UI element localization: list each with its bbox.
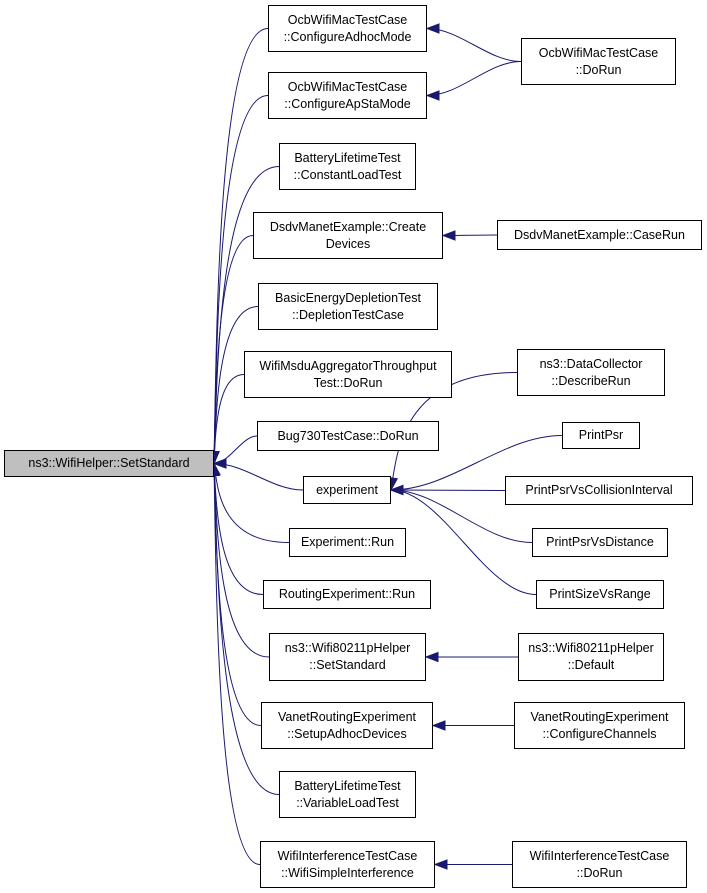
node-label-line1: OcbWifiMacTestCase [538,45,659,60]
node-label-line2: ::ConfigureApStaMode [284,96,411,111]
node-msdu-aggregator-dorun[interactable]: WifiMsduAggregatorThroughput Test::DoRun [244,351,452,398]
node-label-line1: DsdvManetExample::Create [269,219,427,234]
node-label-line1: WifiInterferenceTestCase [529,848,670,863]
arrowhead-experiment-to-setstandard [212,458,227,469]
node-label-line1: BatteryLifetimeTest [294,778,401,793]
node-ocb-configure-apsta-mode[interactable]: OcbWifiMacTestCase ::ConfigureApStaMode [268,72,427,119]
node-wifi80211p-setstandard[interactable]: ns3::Wifi80211pHelper ::SetStandard [269,633,426,681]
call-edge-ocb_dorun-to-ocb_adhoc [426,28,522,62]
node-printpsr[interactable]: PrintPsr [562,422,640,449]
arrowhead-printsize-to-experiment [389,484,404,496]
call-edge-printpsr_dist-to-experiment [390,489,533,543]
node-label-line1: OcbWifiMacTestCase [287,12,408,27]
node-label-line2: ::ConfigureAdhocMode [283,29,412,44]
call-edge-bug730-to-setstandard [213,435,258,464]
node-experiment[interactable]: experiment [303,476,391,504]
node-vanet-configure-channels[interactable]: VanetRoutingExperiment ::ConfigureChanne… [514,702,685,749]
node-label-line1: ns3::Wifi80211pHelper [284,641,411,655]
node-label-line2: Test::DoRun [313,375,383,390]
call-edge-ocb_apsta-to-setstandard [213,95,269,464]
node-label-line2: ::DoRun [575,62,622,77]
node-datacollector-describerun[interactable]: ns3::DataCollector ::DescribeRun [517,349,665,396]
node-label-line1: VanetRoutingExperiment [277,709,417,724]
node-label-line2: ::DoRun [576,865,623,880]
node-dsdv-caserun[interactable]: DsdvManetExample::CaseRun [497,220,702,250]
arrowhead-dsdv_caserun-to-dsdv_create [441,230,456,241]
node-label-line2: ::VariableLoadTest [296,795,399,810]
node-label-line2: ::SetupAdhocDevices [287,726,407,741]
node-wifihelper-setstandard[interactable]: ns3::WifiHelper::SetStandard [4,450,214,477]
node-label-line1: RoutingExperiment::Run [278,587,416,601]
call-edge-datacollector-to-experiment [390,372,518,491]
node-label-line2: ::WifiSimpleInterference [281,865,414,880]
node-label-line1: ns3::WifiHelper::SetStandard [28,456,190,470]
node-label-line2: ::DepletionTestCase [292,307,404,322]
node-label-line1: PrintSizeVsRange [549,587,651,601]
node-label-line1: experiment [316,482,378,497]
node-printpsr-vs-distance[interactable]: PrintPsrVsDistance [532,528,668,557]
call-edge-experiment-to-setstandard [213,463,304,491]
call-edge-vanet_setup-to-setstandard [213,463,262,726]
node-routing-experiment-run[interactable]: RoutingExperiment::Run [263,580,431,609]
arrowhead-ocb_dorun-to-ocb_apsta [425,90,440,101]
node-label-line1: BasicEnergyDepletionTest [275,290,421,305]
node-label-line1: PrintPsrVsDistance [546,535,654,549]
node-label-line1: ns3::DataCollector [539,356,643,371]
node-printsize-vs-range[interactable]: PrintSizeVsRange [536,580,664,609]
node-battery-constant-load-test[interactable]: BatteryLifetimeTest ::ConstantLoadTest [279,143,416,190]
node-bug730-dorun[interactable]: Bug730TestCase::DoRun [257,421,439,451]
node-wifi80211p-default[interactable]: ns3::Wifi80211pHelper ::Default [518,633,664,681]
call-edge-batt_var-to-setstandard [213,463,280,795]
node-label-line1: ns3::Wifi80211pHelper [528,641,654,655]
node-label-line2: ::ConfigureChannels [542,726,657,741]
node-label-line2: ::ConstantLoadTest [293,167,402,182]
node-label-line1: PrintPsrVsCollisionInterval [525,483,673,497]
node-label-line2: Devices [325,236,371,251]
node-ocb-dorun[interactable]: OcbWifiMacTestCase ::DoRun [521,38,676,85]
call-edge-routing_run-to-setstandard [213,463,264,595]
arrowhead-w80211p_def-to-w80211p_set [424,651,439,663]
node-label-line1: PrintPsr [578,428,624,442]
node-label-line1: BatteryLifetimeTest [294,150,401,165]
arrowhead-ocb_dorun-to-ocb_adhoc [425,23,440,34]
node-energy-depletion-test-case[interactable]: BasicEnergyDepletionTest ::DepletionTest… [258,283,438,330]
node-label-line2: ::DescribeRun [551,373,631,388]
node-label-line2: ::Default [567,658,615,672]
call-edge-exp_run-to-setstandard [213,463,290,543]
node-dsdv-create-devices[interactable]: DsdvManetExample::Create Devices [253,212,443,259]
node-label-line1: OcbWifiMacTestCase [287,79,408,94]
call-edge-printpsr_coll-to-experiment [390,489,506,491]
node-wifiinterference-dorun[interactable]: WifiInterferenceTestCase ::DoRun [512,841,687,888]
node-label-line1: Bug730TestCase::DoRun [277,428,419,443]
call-edge-ocb_dorun-to-ocb_apsta [426,61,522,96]
node-battery-variable-load-test[interactable]: BatteryLifetimeTest ::VariableLoadTest [279,771,416,818]
call-edge-printpsr-to-experiment [390,435,563,491]
node-label-line1: VanetRoutingExperiment [530,709,669,724]
call-edge-wifiint_simple-to-setstandard [213,463,261,865]
node-label-line2: ::SetStandard [309,658,386,672]
arrowhead-wifiint_dorun-to-wifiint_simple [433,859,448,870]
arrowhead-vanet_config-to-vanet_setup [431,720,446,731]
node-label-line1: WifiMsduAggregatorThroughput [259,358,437,373]
node-experiment-run[interactable]: Experiment::Run [289,528,406,557]
node-ocb-configure-adhoc-mode[interactable]: OcbWifiMacTestCase ::ConfigureAdhocMode [268,5,427,52]
node-label-line1: Experiment::Run [300,535,395,549]
node-label-line1: WifiInterferenceTestCase [277,848,418,863]
node-wifiinterference-simple-interference[interactable]: WifiInterferenceTestCase ::WifiSimpleInt… [260,841,435,888]
call-edge-dsdv_create-to-setstandard [213,235,254,464]
node-vanet-setup-adhoc-devices[interactable]: VanetRoutingExperiment ::SetupAdhocDevic… [261,702,433,749]
node-label-line1: DsdvManetExample::CaseRun [514,227,685,242]
node-printpsr-vs-collision-interval[interactable]: PrintPsrVsCollisionInterval [505,476,693,505]
call-edge-printsize-to-experiment [390,489,537,595]
